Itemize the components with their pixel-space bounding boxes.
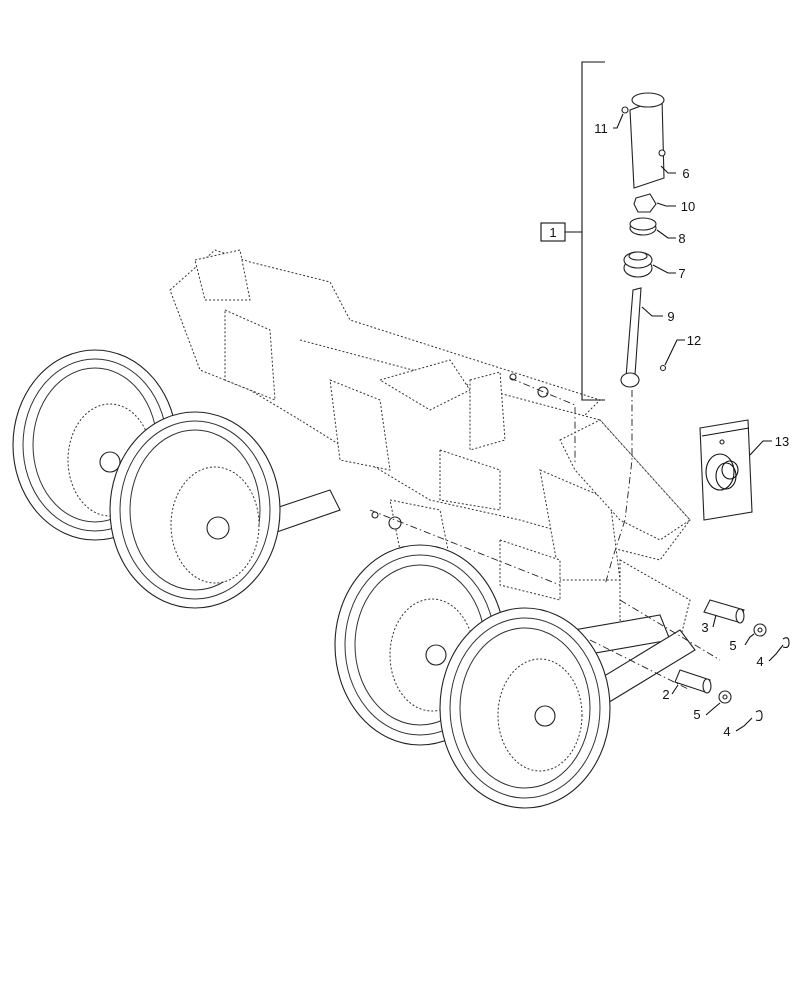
- callout-3: 3: [701, 620, 708, 635]
- callout-9: 9: [667, 309, 674, 324]
- callout-11: 11: [594, 121, 608, 136]
- callout-2: 2: [662, 687, 669, 702]
- callout-13: 13: [775, 434, 789, 449]
- callout-7: 7: [678, 266, 685, 281]
- leader-lines: [613, 113, 784, 732]
- callout-5-upper: 5: [729, 638, 736, 653]
- wheel-front-right: [439, 607, 611, 809]
- callout-12: 12: [687, 333, 701, 348]
- callout-4-lower: 4: [723, 724, 730, 739]
- assembly-bracket: [540, 61, 605, 401]
- seal-kit-bag: [699, 419, 753, 521]
- callout-6: 6: [682, 166, 689, 181]
- cylinder-assembly: [604, 92, 667, 586]
- callout-10: 10: [681, 199, 695, 214]
- pins-and-clips: [589, 599, 790, 722]
- wheel-rear-right: [109, 411, 281, 609]
- callout-4-upper: 4: [756, 654, 763, 669]
- callout-8: 8: [678, 231, 685, 246]
- toolbar-frame: [169, 249, 691, 641]
- callout-1: 1: [549, 225, 556, 240]
- callout-5-lower: 5: [693, 707, 700, 722]
- callout-labels: 1 2 3 4 4 5 5 6 7 8 9 10 11 12 13: [549, 121, 789, 739]
- frame-hardware: [369, 373, 576, 586]
